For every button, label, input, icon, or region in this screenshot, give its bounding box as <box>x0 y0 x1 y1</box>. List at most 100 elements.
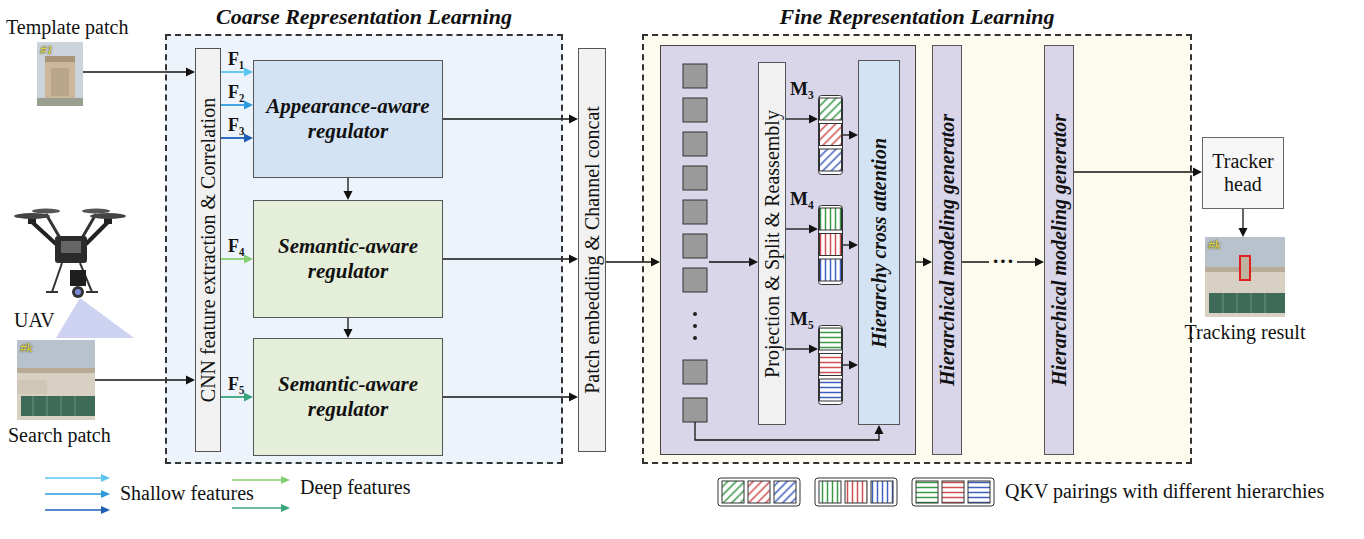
regulator-box: Appearance-aware regulator <box>253 60 443 178</box>
connector <box>843 131 858 140</box>
edge-label: F₃ <box>228 116 244 136</box>
legend-text: Deep features <box>300 476 411 498</box>
image-caption: Search patch <box>8 424 111 446</box>
drawing-part <box>875 425 884 434</box>
image-caption: Template patch <box>6 16 128 38</box>
connector-line <box>83 71 187 72</box>
edge-label: F₅ <box>228 375 244 395</box>
region-fill <box>165 34 563 464</box>
box-text: Hierarchy cross attention <box>868 137 890 347</box>
box-text: Appearance-aware regulator <box>253 94 443 144</box>
attention-box: Hierarchy cross attention <box>858 60 900 425</box>
image-patch: Template patch#1 <box>37 42 83 106</box>
drawing-part <box>693 336 697 340</box>
drawing-part <box>17 368 95 420</box>
drawing-part <box>912 478 994 506</box>
frame-number: #1 <box>40 43 53 56</box>
connector <box>443 393 578 402</box>
arrowhead <box>186 68 195 77</box>
drawing-part <box>942 481 964 503</box>
drawing-part <box>72 286 84 298</box>
drawing-part <box>82 209 110 214</box>
legend-text: Shallow features <box>120 482 254 504</box>
image-patch: #kTracking result <box>1205 237 1285 317</box>
frame-number: #k <box>1208 238 1220 251</box>
edge-label: F₂ <box>228 83 244 103</box>
drawing-part <box>815 478 897 506</box>
drawing-part <box>232 507 282 509</box>
legend-arrows <box>45 474 290 514</box>
drawing-part <box>70 270 86 286</box>
connector-line <box>786 348 810 349</box>
drawing-part <box>1265 293 1266 313</box>
drawing-part <box>86 222 108 244</box>
arrowhead <box>344 191 353 200</box>
drawing-part <box>683 166 707 190</box>
region-fills <box>165 34 1192 464</box>
drawing-part <box>683 132 707 156</box>
arrowhead <box>849 361 858 370</box>
edge-label: ··· <box>989 250 1017 272</box>
arrowhead <box>809 115 818 124</box>
drawing-part <box>820 328 842 350</box>
arrowhead <box>569 393 578 402</box>
drawing-part <box>90 213 126 219</box>
connector-line <box>843 134 850 135</box>
drawing-part <box>845 481 867 503</box>
drawing-part <box>722 481 744 503</box>
edge-label: F₄ <box>228 237 244 257</box>
drawing-part <box>683 398 707 422</box>
arrowhead <box>186 376 195 385</box>
uav-drone <box>14 209 134 339</box>
ellipsis-dots <box>693 312 697 340</box>
connector-line <box>916 261 924 262</box>
drawing-part <box>1209 293 1285 313</box>
qkv-triple <box>818 205 843 285</box>
drawing-part <box>1241 257 1249 279</box>
module-region: Coarse Representation LearningCNN featur… <box>165 34 563 464</box>
connector <box>1074 168 1202 177</box>
generator-box: Hierarchical modeling generator <box>932 45 962 455</box>
connector-line <box>606 261 652 262</box>
qkv-triple: M₃ <box>818 95 843 175</box>
arrowhead <box>244 255 253 264</box>
drawing-part <box>232 479 282 481</box>
drawing-part <box>820 354 842 376</box>
drawing-part <box>17 368 95 373</box>
connector <box>344 318 353 338</box>
drawing-part <box>281 476 290 484</box>
drawing-part <box>75 289 81 295</box>
drawing-part <box>683 360 707 384</box>
drawing-part <box>819 206 843 285</box>
qkv-triple <box>818 95 843 175</box>
regulator-box: Semantic-aware regulator <box>253 338 443 456</box>
box-text: Semantic-aware regulator <box>253 234 443 284</box>
image-patch: #kSearch patch <box>17 340 95 420</box>
drawing-part <box>1237 293 1238 313</box>
box-text: CNN feature extraction & Correlation <box>197 98 219 402</box>
qkv-triple: M₅ <box>818 325 843 405</box>
box-text: Projection & Split & Reassembly <box>761 110 783 378</box>
drawing-part <box>55 236 87 263</box>
arrowhead <box>344 329 353 338</box>
drawing-part <box>21 396 95 416</box>
drawing-part <box>819 481 841 503</box>
arrowhead <box>569 255 578 264</box>
box-text: Hierarchical modeling generator <box>936 114 958 386</box>
qkv-triple <box>818 325 843 405</box>
arrowhead <box>244 68 253 77</box>
arrowhead <box>244 134 253 143</box>
connector-line <box>347 318 348 330</box>
drawing-part <box>32 209 60 214</box>
matrix-label: M₄ <box>790 189 814 210</box>
drawing-part <box>820 379 842 401</box>
generator-block: Projection & Split & Reassembly M₃M₄ M₅ Hie… <box>660 45 916 455</box>
connector-line <box>221 258 245 260</box>
drawing-part <box>45 56 75 62</box>
connector-line <box>843 244 850 245</box>
process-box: Projection & Split & Reassembly <box>758 62 786 425</box>
drawing-part <box>709 261 750 262</box>
drawing-part <box>820 234 842 256</box>
connector <box>83 68 195 77</box>
